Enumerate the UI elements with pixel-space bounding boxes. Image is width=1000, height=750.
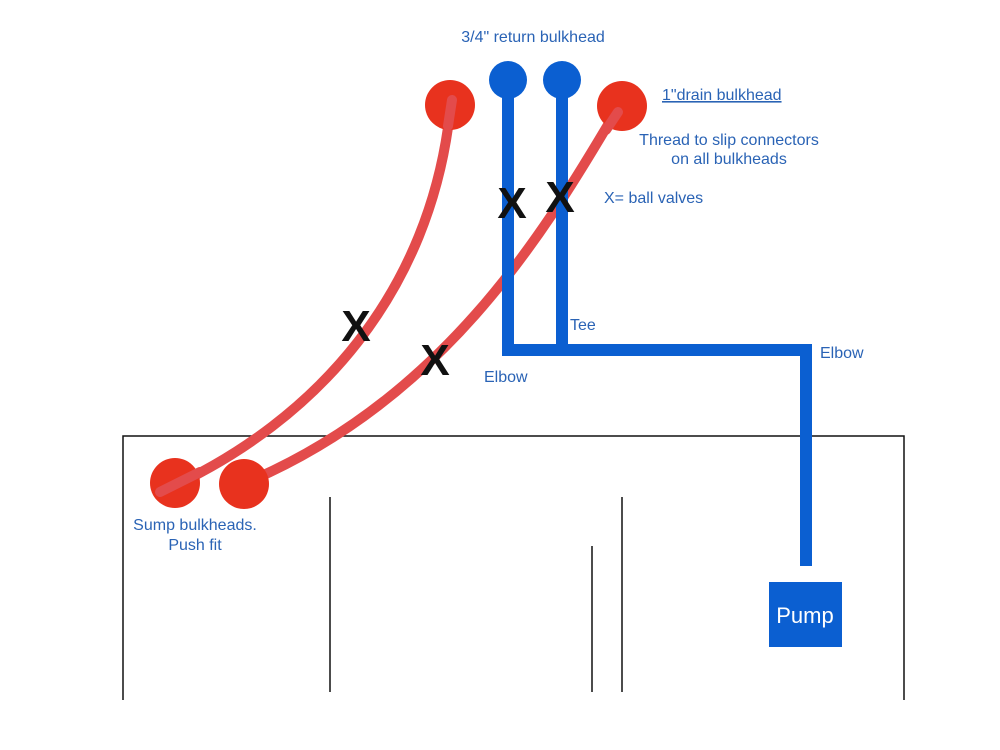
sump-bulkhead-right (219, 459, 269, 509)
sump-bulkheads-label-line1: Sump bulkheads. (133, 517, 257, 534)
thread-note-line2: on all bulkheads (671, 151, 787, 168)
return-pipe-main (502, 344, 812, 566)
return-bulkhead-left (489, 61, 527, 99)
elbow-left-label: Elbow (484, 369, 528, 386)
ball-valves-legend: X= ball valves (604, 190, 703, 207)
return-bulkhead-right (543, 61, 581, 99)
drain-bulkhead-label: 1"drain bulkhead (662, 87, 782, 104)
ball-valve-x-left-return: X (497, 179, 526, 228)
drain-hose-left-start (443, 95, 457, 131)
elbow-right-label: Elbow (820, 345, 864, 362)
sump-outline (122, 435, 905, 700)
drain-hose-right-start (601, 107, 623, 135)
tee-label: Tee (570, 317, 596, 334)
drain-hose-left-end (155, 467, 205, 497)
return-plumbing (502, 80, 812, 566)
return-bulkhead-label: 3/4" return bulkhead (461, 29, 605, 46)
pump-box (769, 582, 842, 647)
sump-tank (122, 435, 905, 700)
pump-label: Pump (776, 603, 833, 628)
ball-valve-x-right-return: X (545, 173, 574, 222)
thread-note-line1: Thread to slip connectors (639, 132, 819, 149)
ball-valve-x-right-drain: X (420, 336, 449, 385)
drain-hoses (160, 107, 617, 495)
drain-hose-right (243, 113, 617, 487)
ball-valve-x-left-drain: X (341, 302, 370, 351)
drain-hose-left (160, 107, 455, 495)
sump-bulkheads-label-line2: Push fit (168, 537, 222, 554)
